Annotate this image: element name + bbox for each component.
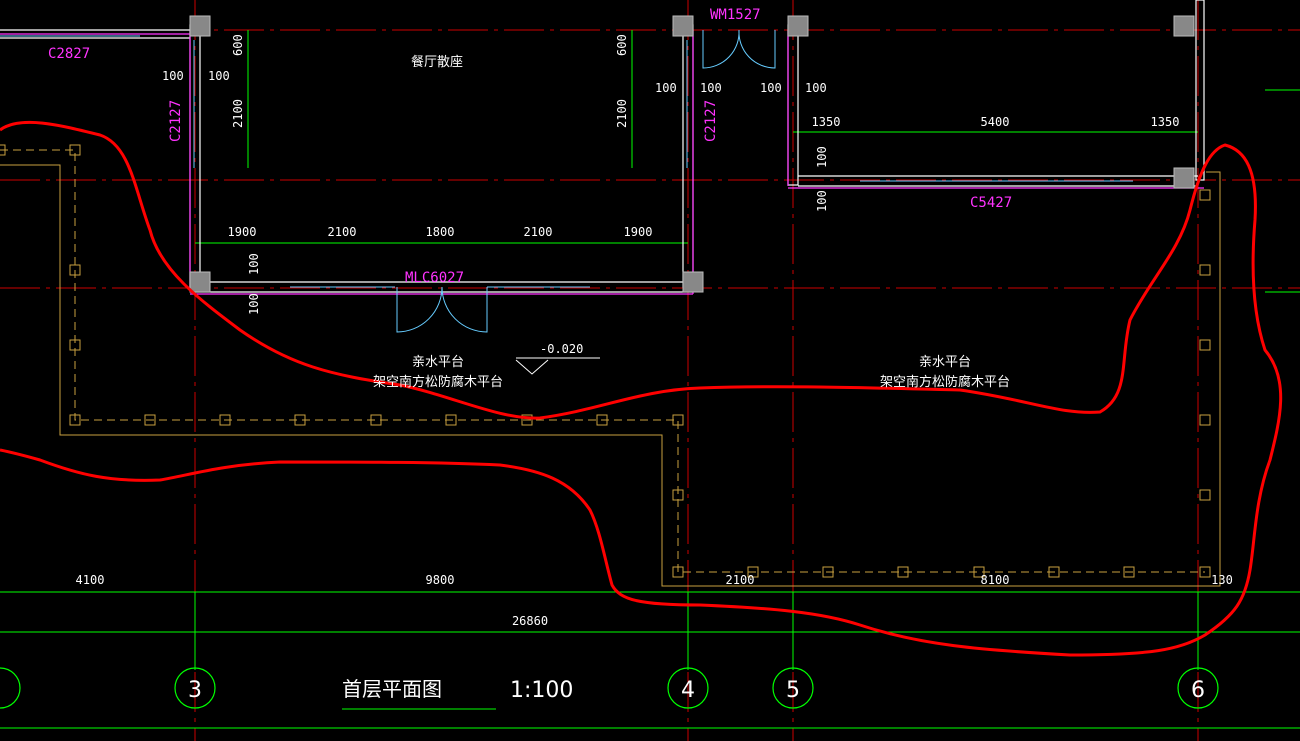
platform-post — [672, 414, 684, 426]
platform-post — [294, 414, 306, 426]
platform-post — [69, 264, 81, 276]
dim-mid-600: 600 — [615, 34, 629, 56]
structural-column — [682, 271, 704, 293]
platform-post — [370, 414, 382, 426]
platform-outline — [0, 149, 1221, 587]
axis-3: 3 — [188, 678, 202, 703]
window-tag-c2827: C2827 — [48, 46, 90, 62]
platform-post — [897, 566, 909, 578]
platform-post — [1048, 566, 1060, 578]
platform-post — [69, 144, 81, 156]
dim-left-100a: 100 — [162, 69, 184, 83]
structural-column — [672, 15, 694, 37]
platform-left-subtitle: 架空南方松防腐木平台 — [373, 374, 503, 390]
dim-total: 26860 — [512, 614, 548, 628]
axis-labels: 3 4 5 6 — [188, 678, 1205, 703]
dim-seg-1: 1900 — [228, 225, 257, 239]
dim-wm-100b: 100 — [805, 81, 827, 95]
dim-mid-2100: 2100 — [615, 99, 629, 128]
structural-column — [189, 15, 211, 37]
dim-left-100b: 100 — [208, 69, 230, 83]
dim-right-2: 5400 — [981, 115, 1010, 129]
window-tag-c2127-left: C2127 — [168, 100, 184, 142]
window-glazing — [0, 29, 1133, 333]
dim-lower-2: 9800 — [426, 573, 455, 587]
dim-lower-5: 130 — [1211, 573, 1233, 587]
dim-seg-3: 1800 — [426, 225, 455, 239]
axis-5: 5 — [786, 678, 800, 703]
platform-post — [1199, 566, 1211, 578]
door-tag-mlc6027: MLC6027 — [405, 270, 464, 286]
dim-bottom-100a: 100 — [247, 253, 261, 275]
drawing-scale: 1:100 — [510, 678, 573, 703]
dining-room-label: 餐厅散座 — [411, 54, 463, 70]
platform-post — [1199, 264, 1211, 276]
platform-post — [69, 339, 81, 351]
dim-seg-4: 2100 — [524, 225, 553, 239]
dim-wm-100a: 100 — [760, 81, 782, 95]
platform-post — [1199, 189, 1211, 201]
dim-lower-4: 8100 — [981, 573, 1010, 587]
dim-right-100a: 100 — [815, 146, 829, 168]
elevation-value: -0.020 — [540, 342, 583, 356]
dining-walls — [0, 0, 1205, 293]
platform-post — [1123, 566, 1135, 578]
platform-post — [1199, 489, 1211, 501]
platform-post — [1199, 339, 1211, 351]
platform-post — [596, 414, 608, 426]
dim-seg-2: 2100 — [328, 225, 357, 239]
dim-mid-100b: 100 — [700, 81, 722, 95]
platform-left-title: 亲水平台 — [412, 355, 464, 370]
elevation-mark — [515, 357, 600, 375]
dim-lower-3: 2100 — [726, 573, 755, 587]
platform-post — [672, 489, 684, 501]
dimension-lines — [0, 30, 1300, 729]
platform-post — [0, 144, 6, 156]
platform-right-title: 亲水平台 — [919, 355, 971, 370]
structural-column — [189, 271, 211, 293]
door-tag-wm1527: WM1527 — [710, 7, 761, 23]
platform-post — [1199, 414, 1211, 426]
window-tag-c5427: C5427 — [970, 195, 1012, 211]
dim-seg-5: 1900 — [624, 225, 653, 239]
dim-left-2100: 2100 — [231, 99, 245, 128]
dim-right-100b: 100 — [815, 190, 829, 212]
dim-right-3: 1350 — [1151, 115, 1180, 129]
platform-post — [521, 414, 533, 426]
platform-post — [144, 414, 156, 426]
axis-6: 6 — [1191, 678, 1205, 703]
platform-post — [672, 566, 684, 578]
red-markup-cloud — [0, 120, 1283, 657]
dim-left-600: 600 — [231, 34, 245, 56]
window-tag-c2127-right: C2127 — [703, 100, 719, 142]
platform-post — [973, 566, 985, 578]
drawing-title: 首层平面图 — [342, 677, 442, 701]
platform-post — [445, 414, 457, 426]
structural-column — [1173, 167, 1195, 189]
platform-posts — [0, 144, 1211, 578]
axis-4: 4 — [681, 678, 695, 703]
axis-bubbles — [0, 667, 1219, 709]
dim-bottom-100b: 100 — [247, 293, 261, 315]
platform-post — [69, 414, 81, 426]
dim-mid-100a: 100 — [655, 81, 677, 95]
platform-post — [747, 566, 759, 578]
structural-column — [1173, 15, 1195, 37]
dim-lower-1: 4100 — [76, 573, 105, 587]
platform-right-subtitle: 架空南方松防腐木平台 — [880, 374, 1010, 390]
platform-post — [822, 566, 834, 578]
dim-right-1: 1350 — [812, 115, 841, 129]
structural-column — [787, 15, 809, 37]
structural-columns — [189, 15, 1195, 293]
platform-post — [219, 414, 231, 426]
